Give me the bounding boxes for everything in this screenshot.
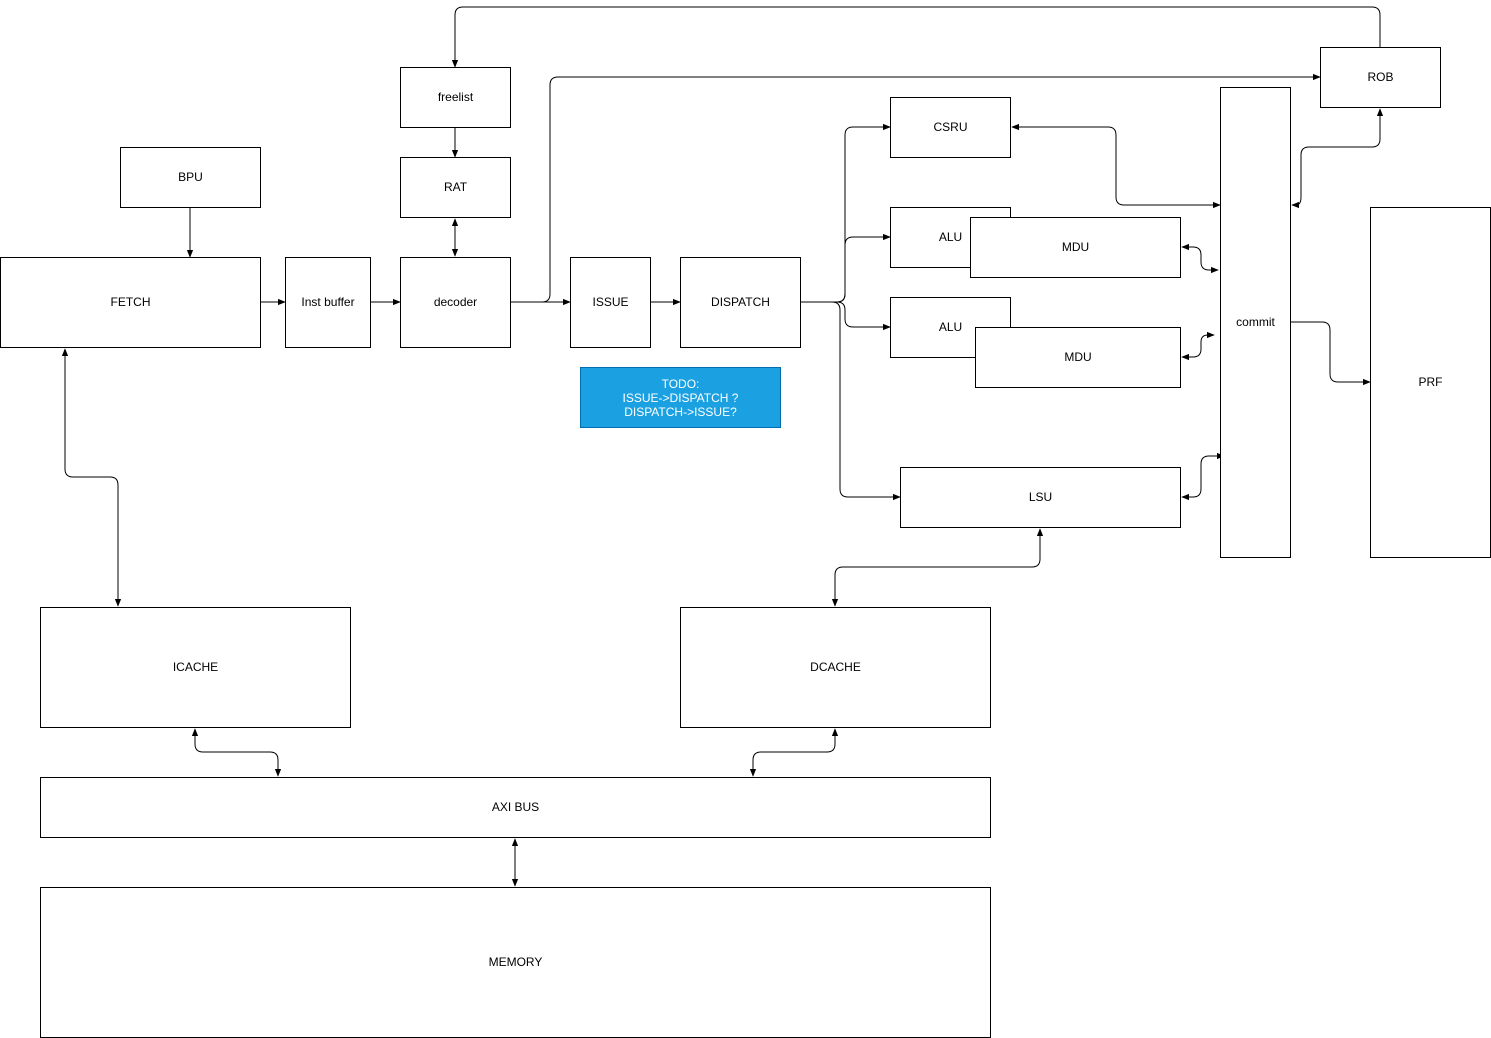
arrow-mdu-2-commit [1181,331,1215,361]
bpu-block: BPU [120,147,261,208]
memory-block: MEMORY [40,887,991,1038]
arrow-dispatch-to-alu-1 [800,233,891,303]
arrow-commit-rob [1291,108,1384,209]
csru-block: CSRU [890,97,1011,158]
arrow-decoder-to-rob [510,73,1321,303]
mdu-block-2: MDU [975,327,1181,388]
commit-block: commit [1220,87,1291,558]
rat-block: RAT [400,157,511,218]
arrow-csru-commit [1011,123,1221,209]
axi-bus-block: AXI BUS [40,777,991,838]
arrow-dispatch-to-lsu [800,301,901,501]
arrow-dispatch-to-alu-2 [800,301,891,331]
todo-note: TODO: ISSUE->DISPATCH ? DISPATCH->ISSUE? [580,367,781,428]
issue-block: ISSUE [570,257,651,348]
freelist-block: freelist [400,67,511,128]
mdu-block-1: MDU [970,217,1181,278]
dcache-block: DCACHE [680,607,991,728]
inst-buffer-block: Inst buffer [285,257,371,348]
arrow-rob-to-freelist [451,6,1381,68]
dispatch-block: DISPATCH [680,257,801,348]
fetch-block: FETCH [0,257,261,348]
arrow-lsu-commit [1181,452,1225,501]
arrow-commit-to-prf [1290,321,1371,386]
arrow-fetch-icache [61,348,122,607]
arrow-icache-axi-bus [191,728,282,777]
decoder-block: decoder [400,257,511,348]
rob-block: ROB [1320,47,1441,108]
arrow-mdu-1-commit [1181,243,1219,274]
icache-block: ICACHE [40,607,351,728]
lsu-block: LSU [900,467,1181,528]
arrow-lsu-dcache [831,528,1044,607]
prf-block: PRF [1370,207,1491,558]
arrow-dcache-axi-bus [749,728,839,777]
